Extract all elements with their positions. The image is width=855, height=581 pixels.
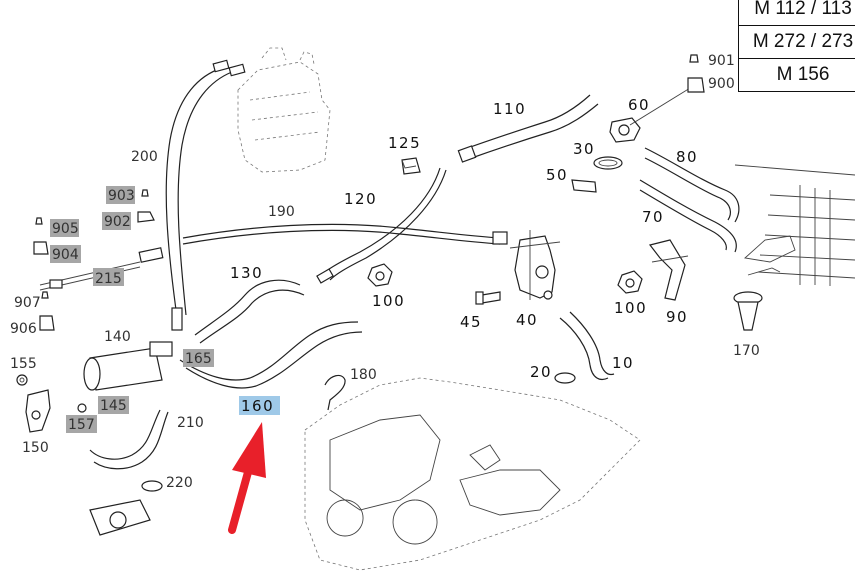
grommet-170 bbox=[734, 292, 762, 330]
engine-block-drawing bbox=[305, 378, 640, 570]
callout-80: 80 bbox=[676, 148, 698, 166]
thermostat-60 bbox=[610, 85, 695, 142]
callout-170: 170 bbox=[733, 343, 760, 359]
callout-30: 30 bbox=[573, 140, 595, 158]
callout-20: 20 bbox=[530, 363, 552, 381]
callout-160: 160 bbox=[241, 397, 274, 415]
callout-180: 180 bbox=[350, 367, 377, 383]
callout-140: 140 bbox=[104, 329, 131, 345]
callout-50: 50 bbox=[546, 166, 568, 184]
callout-60: 60 bbox=[628, 96, 650, 114]
callout-901: 901 bbox=[708, 53, 735, 69]
sleeve-50 bbox=[572, 180, 596, 192]
callout-905: 905 bbox=[52, 221, 79, 237]
washer-155 bbox=[17, 375, 27, 385]
model-row-3[interactable]: M 156 bbox=[739, 59, 855, 92]
callout-900: 900 bbox=[708, 76, 735, 92]
callout-145: 145 bbox=[100, 398, 127, 414]
callout-125: 125 bbox=[388, 134, 421, 152]
cap-125 bbox=[402, 158, 420, 174]
callout-45: 45 bbox=[460, 313, 482, 331]
bracket-90 bbox=[650, 240, 688, 300]
callout-70: 70 bbox=[642, 208, 664, 226]
callout-100-left: 100 bbox=[372, 292, 405, 310]
callout-165: 165 bbox=[185, 351, 212, 367]
clip-20 bbox=[555, 373, 575, 383]
callout-110: 110 bbox=[493, 100, 526, 118]
screw-45 bbox=[476, 292, 500, 304]
callout-210: 210 bbox=[177, 415, 204, 431]
callout-907: 907 bbox=[14, 295, 41, 311]
callout-220: 220 bbox=[166, 475, 193, 491]
callout-902: 902 bbox=[104, 214, 131, 230]
model-row-2[interactable]: M 272 / 273 bbox=[739, 26, 855, 59]
hose-190 bbox=[183, 224, 507, 244]
bracket-150 bbox=[26, 390, 50, 432]
callout-215: 215 bbox=[95, 271, 122, 287]
callout-903: 903 bbox=[108, 188, 135, 204]
callout-157: 157 bbox=[68, 417, 95, 433]
hose-130 bbox=[195, 280, 304, 343]
callout-120: 120 bbox=[344, 190, 377, 208]
pump-140 bbox=[84, 342, 172, 390]
callout-200: 200 bbox=[131, 149, 158, 165]
callout-40: 40 bbox=[516, 311, 538, 329]
clip-180 bbox=[325, 375, 345, 410]
pump-220 bbox=[90, 481, 162, 535]
callout-906: 906 bbox=[10, 321, 37, 337]
heater-core-drawing bbox=[735, 165, 855, 286]
red-arrow-indicator bbox=[232, 422, 266, 530]
callout-904: 904 bbox=[52, 247, 79, 263]
callout-150: 150 bbox=[22, 440, 49, 456]
nut-100-right bbox=[618, 271, 642, 293]
callout-155: 155 bbox=[10, 356, 37, 372]
screw-157 bbox=[78, 404, 86, 412]
hose-10 bbox=[560, 312, 614, 379]
expansion-tank-drawing bbox=[238, 48, 330, 172]
hose-200 bbox=[166, 60, 245, 330]
callout-10: 10 bbox=[612, 354, 634, 372]
valve-40 bbox=[510, 230, 560, 300]
callout-90: 90 bbox=[666, 308, 688, 326]
engine-model-table: M 112 / 113 M 272 / 273 M 156 bbox=[738, 0, 855, 92]
model-row-1[interactable]: M 112 / 113 bbox=[739, 0, 855, 26]
callout-130: 130 bbox=[230, 264, 263, 282]
callout-100-right: 100 bbox=[614, 299, 647, 317]
callout-190: 190 bbox=[268, 204, 295, 220]
clamp-30 bbox=[594, 157, 622, 169]
hose-210 bbox=[90, 410, 168, 469]
nut-100-left bbox=[368, 264, 392, 286]
